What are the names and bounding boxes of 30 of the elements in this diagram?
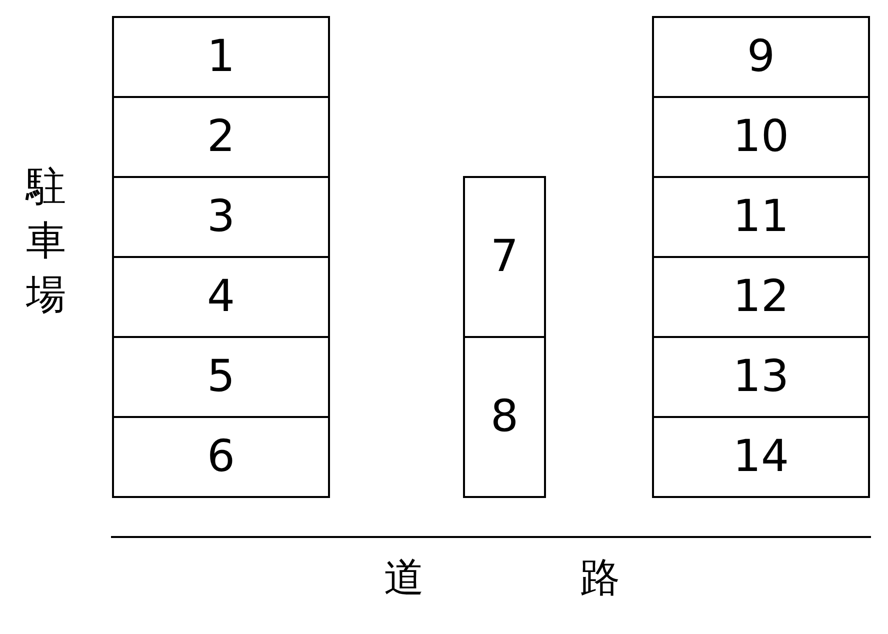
space-number: 10	[733, 115, 789, 159]
space-number: 1	[207, 35, 235, 79]
space-number: 13	[733, 355, 789, 399]
space-number: 12	[733, 275, 789, 319]
parking-space	[112, 336, 330, 418]
parking-space	[112, 416, 330, 498]
space-number: 3	[207, 195, 235, 239]
parking-space	[652, 256, 870, 338]
parking-lot-label: 駐車場	[24, 163, 67, 320]
road-label: 道路	[384, 558, 776, 598]
space-number: 4	[207, 275, 235, 319]
space-number: 11	[733, 195, 789, 239]
space-number: 8	[490, 395, 518, 439]
parking-space	[463, 336, 546, 498]
parking-space	[463, 176, 546, 338]
space-number: 14	[733, 435, 789, 479]
parking-space	[652, 336, 870, 418]
space-number: 9	[747, 35, 775, 79]
space-number: 7	[490, 235, 518, 279]
space-number: 6	[207, 435, 235, 479]
space-number: 5	[207, 355, 235, 399]
parking-space	[112, 176, 330, 258]
parking-space	[112, 256, 330, 338]
parking-space	[652, 96, 870, 178]
parking-space	[112, 96, 330, 178]
parking-space	[652, 176, 870, 258]
parking-space	[652, 416, 870, 498]
parking-space	[652, 16, 870, 98]
parking-space	[112, 16, 330, 98]
space-number: 2	[207, 115, 235, 159]
